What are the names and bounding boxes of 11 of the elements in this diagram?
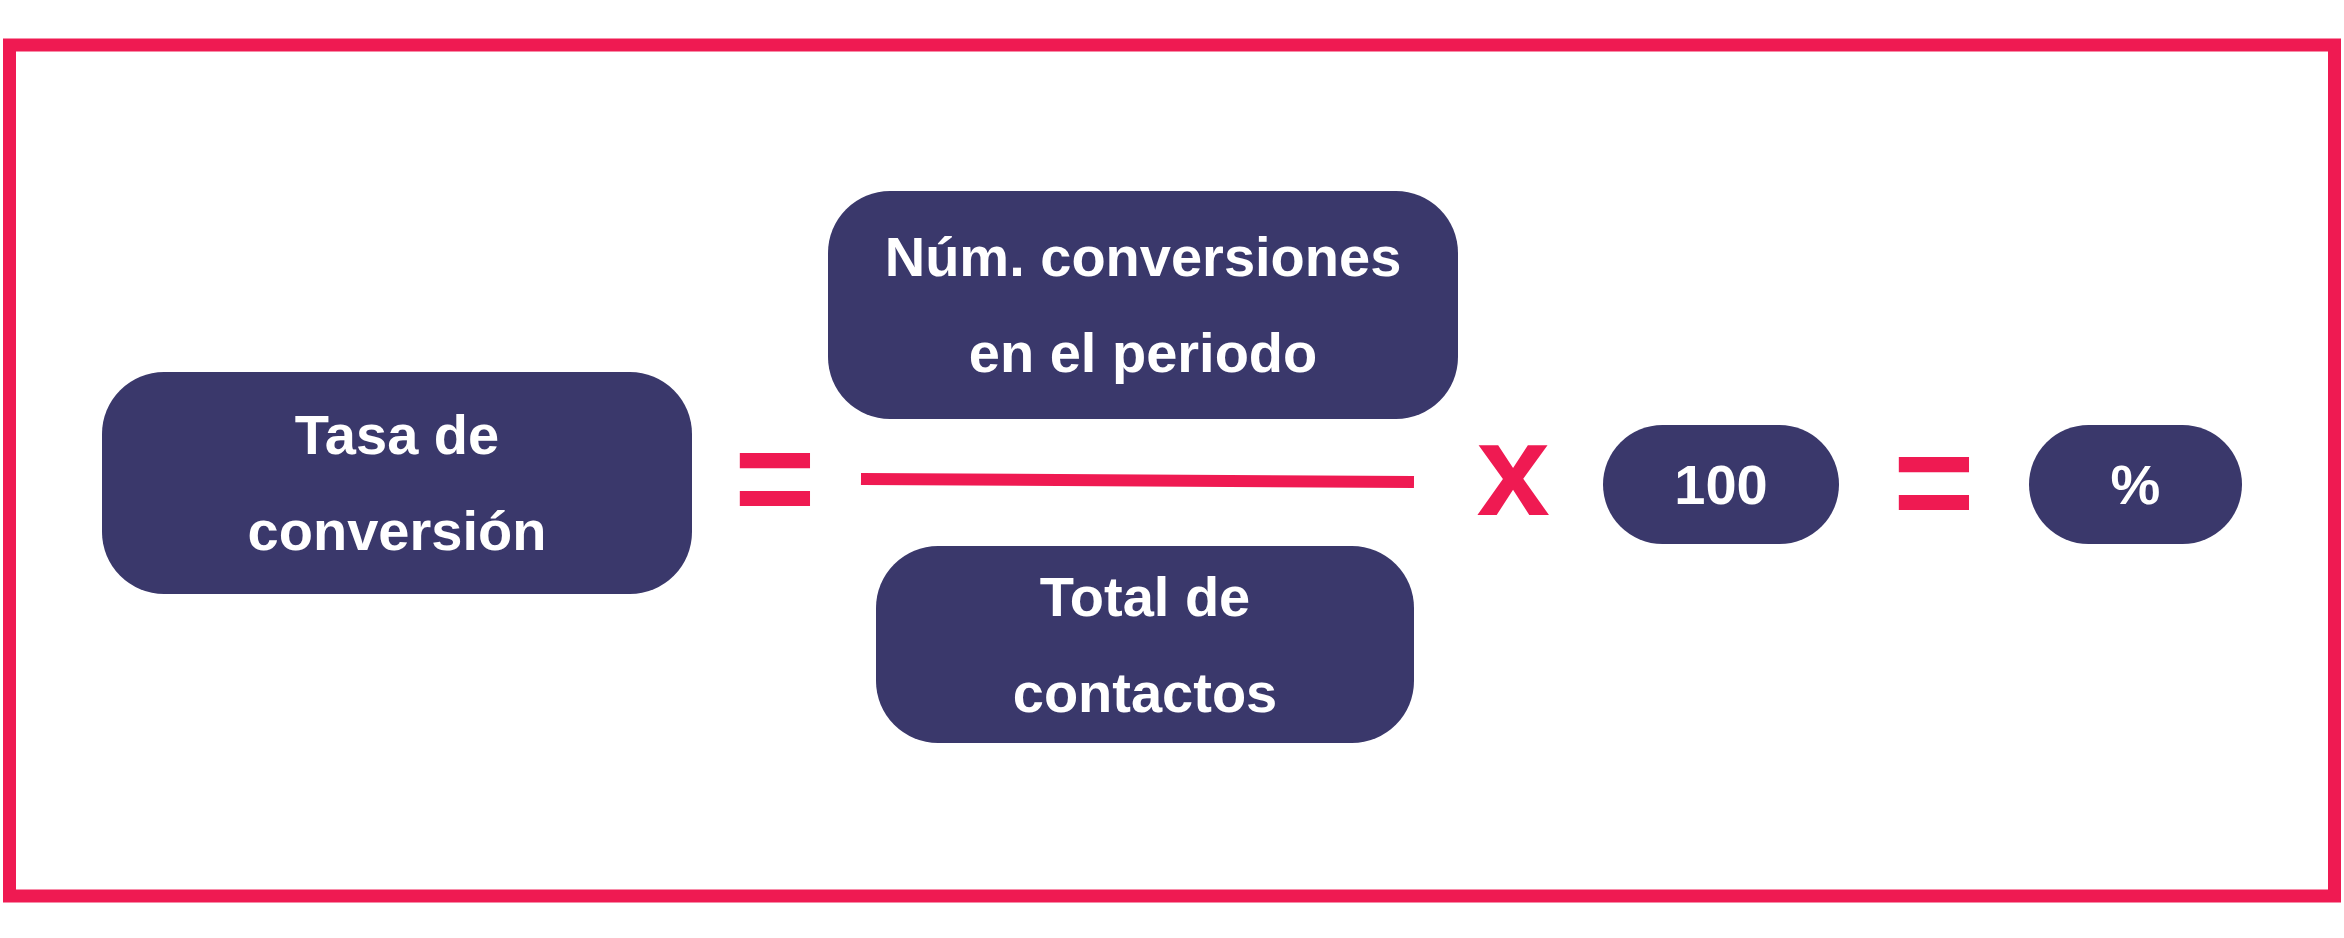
term-text: %: [2110, 451, 2161, 518]
equals-sign: =: [734, 408, 816, 548]
term-text: Total de contactos: [1011, 563, 1279, 726]
term-text: 100: [1674, 451, 1768, 518]
term-text: Núm. conversiones en el periodo: [883, 224, 1403, 386]
term-box: [876, 546, 1414, 743]
term-box: [102, 372, 692, 594]
multiplication-sign: x: [1476, 404, 1550, 536]
term-text: Tasa de conversión: [246, 402, 548, 564]
equals-sign: =: [1893, 412, 1975, 552]
term-box: [828, 191, 1458, 419]
